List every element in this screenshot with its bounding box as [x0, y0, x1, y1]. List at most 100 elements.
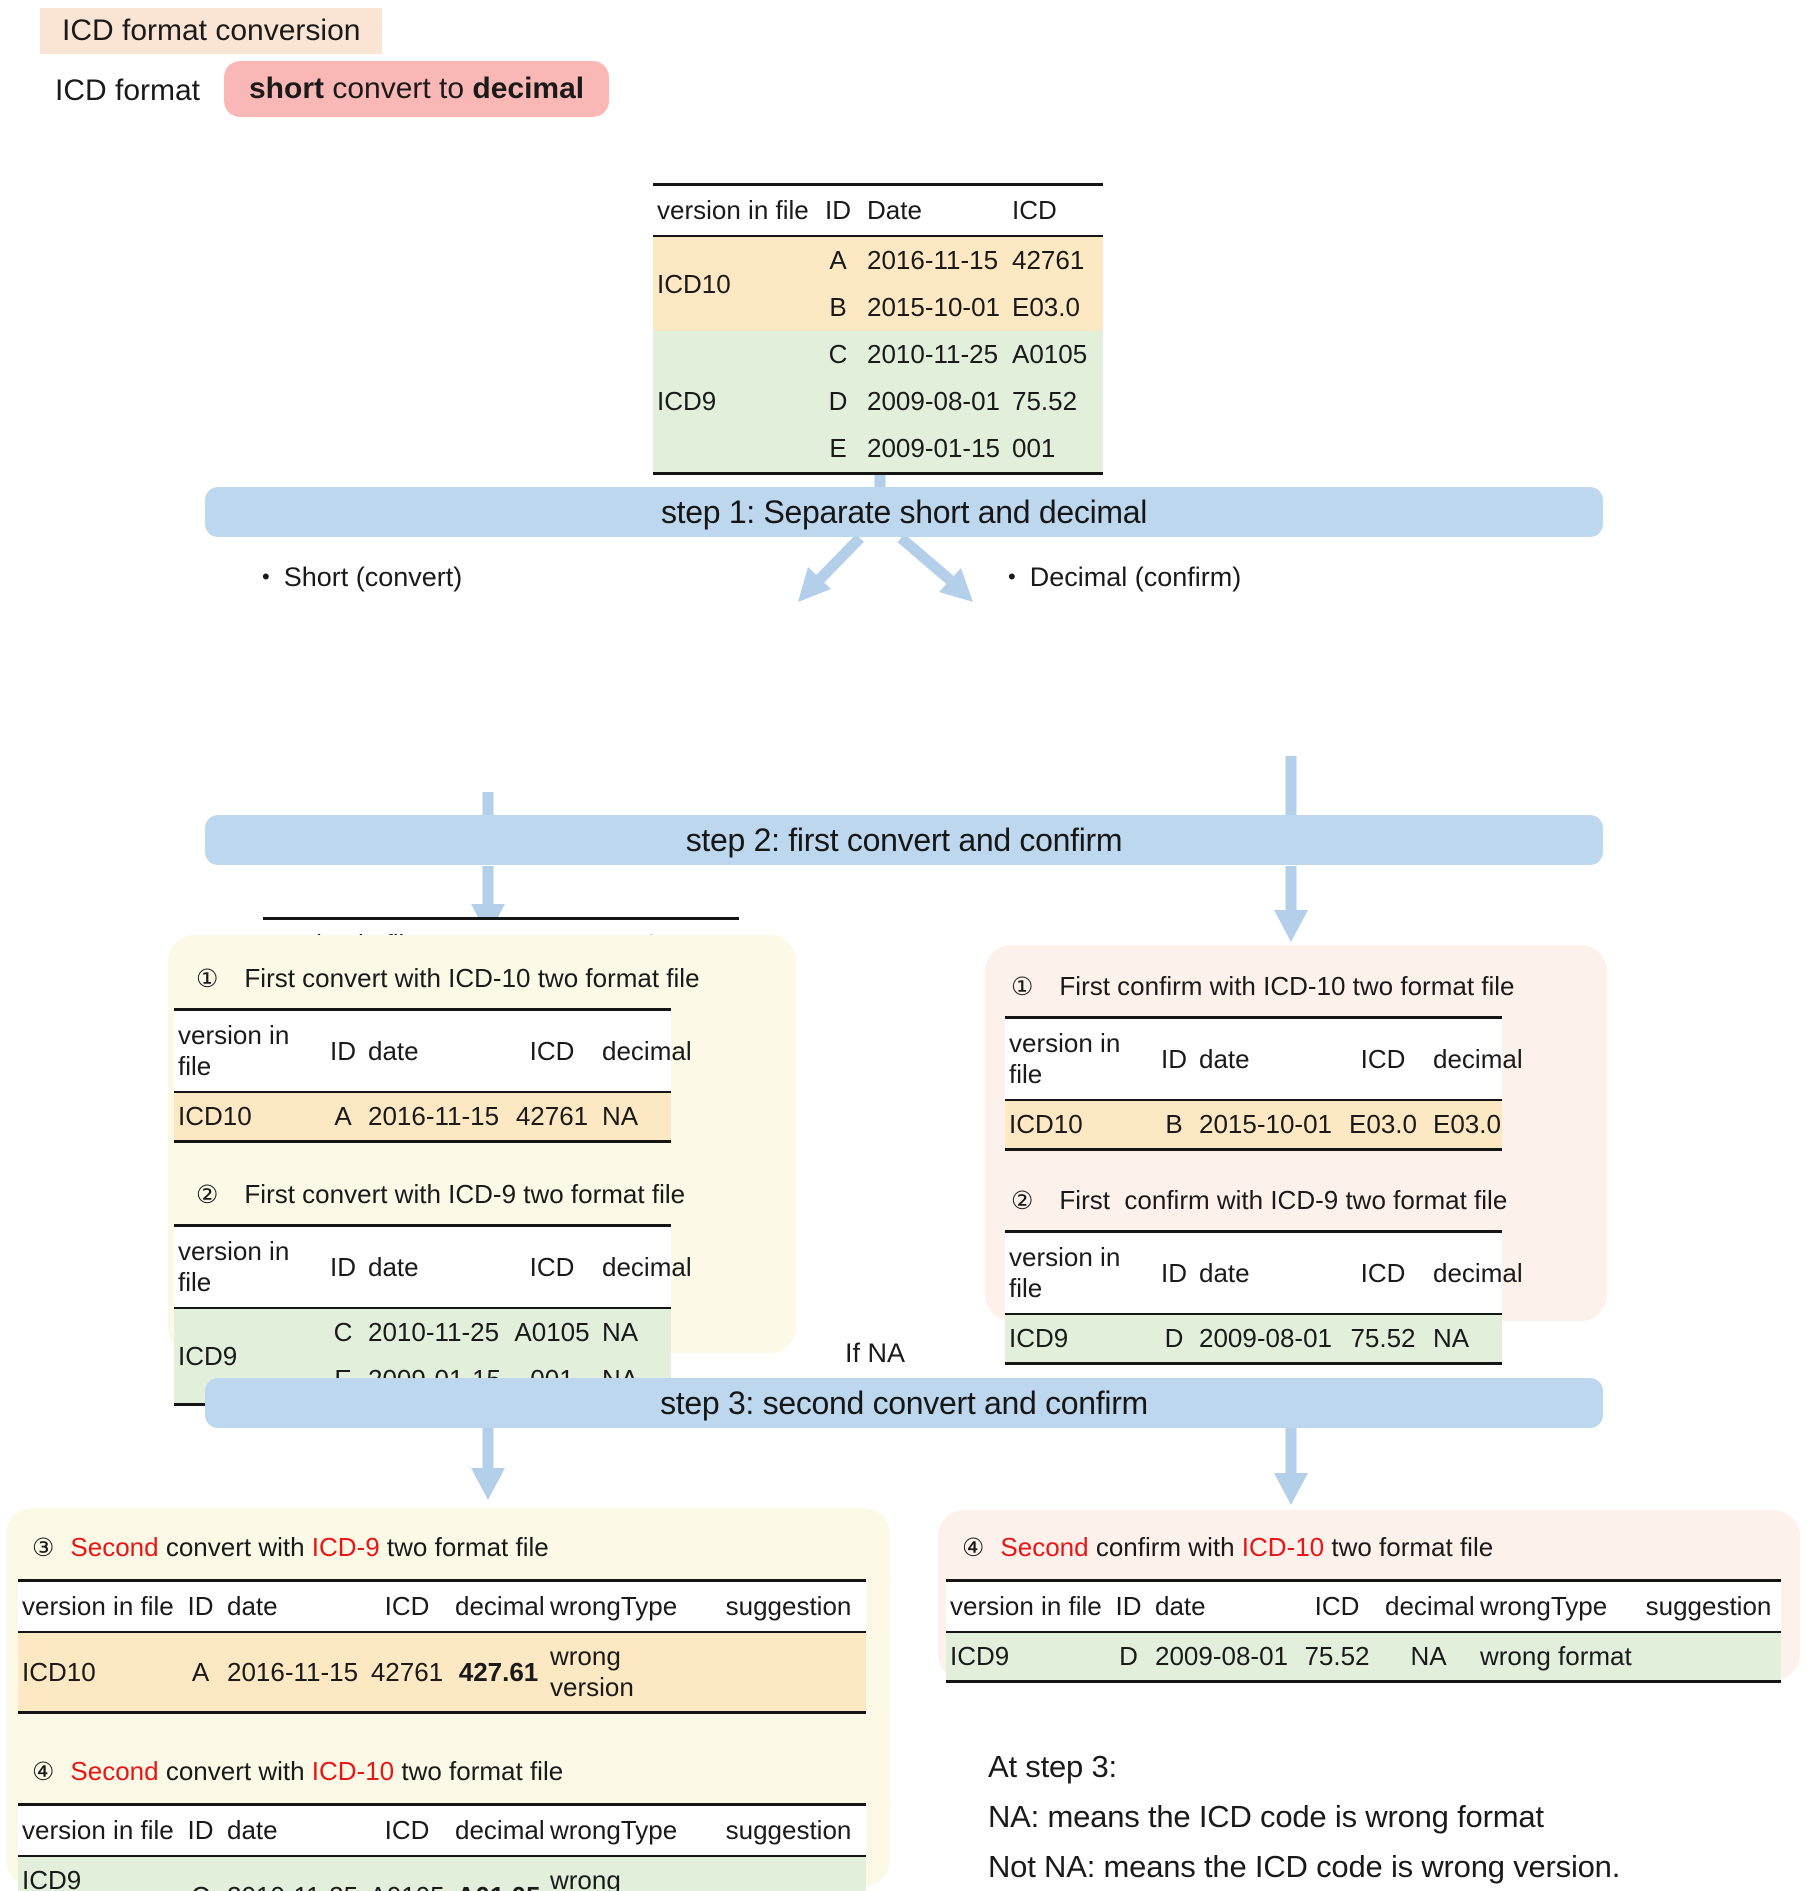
heading-segment: two format file — [379, 1532, 549, 1562]
column-header: version in file — [178, 1020, 290, 1081]
table-cell: C — [178, 1856, 223, 1891]
column-header: ICD — [384, 1591, 430, 1621]
column-header: wrongType — [1480, 1591, 1608, 1621]
table-cell: 2010-11-25 — [364, 1308, 506, 1356]
heading-segment: Second — [70, 1756, 159, 1786]
table-cell: C — [322, 1308, 364, 1356]
table-cell: A01.05 — [451, 1856, 546, 1891]
column-header: version in file — [22, 1815, 174, 1845]
heading-segment: convert with — [158, 1532, 312, 1562]
table-cell: 42761 — [1008, 236, 1103, 284]
second-convert-icd9-heading: ③ Second convert with ICD-9 two format fi… — [32, 1532, 890, 1563]
column-header: suggestion — [725, 1591, 852, 1621]
column-header: date — [227, 1591, 278, 1621]
heading-text: First convert with ICD-9 two format file — [244, 1179, 685, 1209]
heading-text: Second convert with ICD-9 two format fil… — [70, 1532, 548, 1562]
column-header: ID — [187, 1591, 214, 1621]
badge-mid: convert to — [324, 72, 473, 105]
page-title: ICD format conversion — [40, 8, 383, 54]
version-cell: ICD10 — [18, 1632, 178, 1713]
column-header: wrongType — [550, 1815, 678, 1845]
heading-segment: confirm with — [1088, 1532, 1242, 1562]
column-header: decimal — [1433, 1043, 1523, 1074]
heading-segment: ICD-9 — [311, 1532, 380, 1562]
heading-segment: ICD-10 — [1241, 1532, 1325, 1562]
column-header: version in file — [950, 1591, 1102, 1621]
version-cell: ICD10 — [174, 1092, 322, 1142]
table-cell: B — [813, 284, 863, 331]
version-cell: ICD9 — [946, 1632, 1106, 1682]
table-cell: 42761 — [506, 1092, 598, 1142]
table-cell: D — [1153, 1314, 1195, 1364]
short-bullet: •Short (convert) — [262, 562, 462, 593]
table-cell: A0105 — [506, 1308, 598, 1356]
column-header: date — [1199, 1257, 1250, 1288]
decimal-bullet: • Decimal (confirm) — [1008, 562, 1241, 593]
bullet-dot: • — [1008, 564, 1016, 589]
table-cell: 75.52 — [1337, 1314, 1429, 1364]
decimal-bullet-label: Decimal (confirm) — [1029, 562, 1242, 592]
column-header: date — [1155, 1591, 1206, 1621]
column-header: suggestion — [1645, 1591, 1772, 1621]
step3-note: At step 3: NA: means the ICD code is wro… — [988, 1742, 1620, 1891]
table-cell: 2009-08-01 — [1151, 1632, 1293, 1682]
version-cell: ICD10 — [1005, 1100, 1153, 1150]
conversion-direction-badge: short convert to decimal — [224, 61, 610, 117]
heading-segment: two format file — [394, 1756, 564, 1786]
heading-segment: First confirm with ICD-9 two format file — [1059, 1185, 1508, 1215]
note-line: At step 3: — [988, 1749, 1117, 1784]
table-cell: NA — [1429, 1314, 1502, 1364]
table-cell: E03.0 — [1429, 1100, 1502, 1150]
table-cell: 2009-08-01 — [863, 378, 1008, 425]
column-header: version in file — [22, 1591, 174, 1621]
heading-segment: Second — [1000, 1532, 1089, 1562]
table-cell: 2015-10-01 — [863, 284, 1008, 331]
column-header: ICD — [529, 1251, 575, 1282]
table-cell: 001 — [1008, 425, 1103, 474]
version-cell: ICD9 — [1005, 1314, 1153, 1364]
table-cell: wrong version — [546, 1856, 711, 1891]
column-header: ID — [1161, 1043, 1187, 1074]
table-cell: wrong version — [546, 1632, 711, 1713]
heading-text: First confirm with ICD-10 two format fil… — [1059, 971, 1514, 1001]
note-line: Not NA: means the ICD code is wrong vers… — [988, 1849, 1621, 1884]
table-cell: D — [813, 378, 863, 425]
column-header: decimal — [455, 1591, 545, 1621]
column-header: ID — [1115, 1591, 1142, 1621]
table-cell: NA — [1381, 1632, 1476, 1682]
column-header: decimal — [602, 1251, 692, 1282]
column-header: version in file — [657, 195, 809, 225]
table-cell: 75.52 — [1293, 1632, 1381, 1682]
table-cell — [711, 1632, 866, 1713]
circled-number: ③ — [32, 1534, 55, 1562]
table-cell: 2015-10-01 — [1195, 1100, 1337, 1150]
bullet-dot: • — [262, 564, 270, 589]
table-cell: wrong format — [1476, 1632, 1636, 1682]
